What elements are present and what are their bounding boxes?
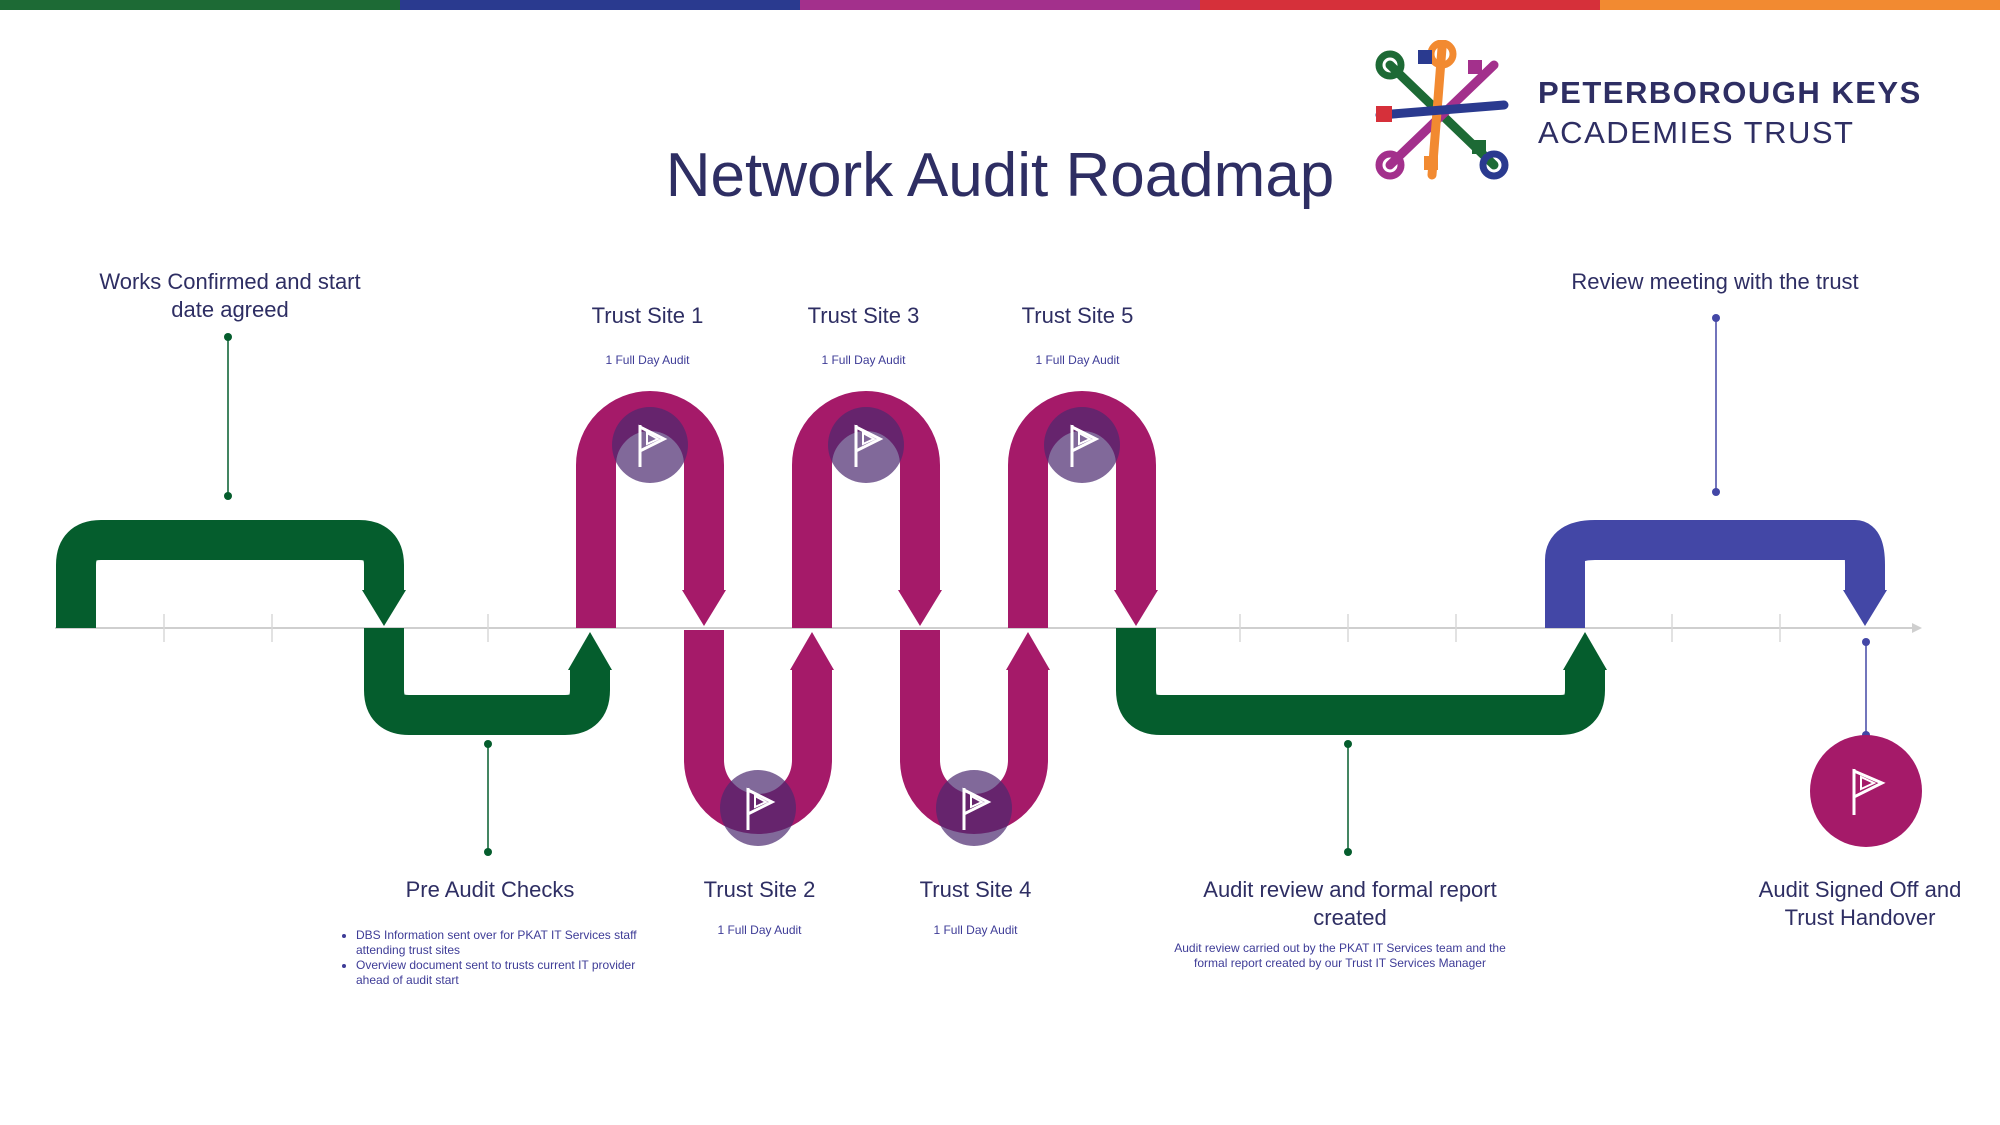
road-segment	[56, 520, 404, 628]
axis-arrowhead	[1912, 623, 1922, 633]
flag-milestone	[1044, 407, 1120, 483]
flag-icon	[1070, 424, 1100, 467]
road-segment	[364, 628, 610, 735]
road-segment	[362, 590, 406, 626]
top-color-bar	[0, 0, 2000, 10]
sub-site-2: 1 Full Day Audit	[717, 923, 802, 937]
sub-site-1: 1 Full Day Audit	[605, 353, 690, 367]
flag-icon	[854, 424, 884, 467]
road-segment	[1116, 628, 1605, 735]
road-segment	[1006, 632, 1050, 670]
connector-dot	[484, 740, 492, 748]
connector-dot	[1712, 314, 1720, 322]
sub-site-5: 1 Full Day Audit	[1035, 353, 1120, 367]
top-bar-segment	[400, 0, 800, 10]
top-bar-segment	[0, 0, 400, 10]
desc-audit-review: Audit review carried out by the PKAT IT …	[1174, 941, 1506, 970]
top-bar-segment	[800, 0, 1200, 10]
top-bar-segment	[1600, 0, 2000, 10]
page-title: Network Audit Roadmap	[665, 141, 1335, 210]
top-bar-segment	[1200, 0, 1600, 10]
connector-dot	[1862, 638, 1870, 646]
flag-milestone	[936, 770, 1012, 846]
logo-line-2: ACADEMIES TRUST	[1538, 115, 1855, 150]
road-segment	[790, 632, 834, 670]
flag-milestone	[828, 407, 904, 483]
label-pre-audit: Pre Audit Checks	[405, 877, 575, 902]
label-site-5: Trust Site 5	[1021, 303, 1134, 328]
flag-icon	[962, 787, 992, 830]
connector-dot	[224, 492, 232, 500]
logo-line-1: PETERBOROUGH KEYS	[1538, 75, 1922, 110]
label-review-meeting: Review meeting with the trust	[1571, 269, 1859, 294]
label-site-4: Trust Site 4	[919, 877, 1032, 902]
road-segment	[682, 590, 726, 626]
sub-site-4: 1 Full Day Audit	[933, 923, 1018, 937]
road-segment	[1114, 590, 1158, 626]
label-site-3: Trust Site 3	[807, 303, 920, 328]
label-audit-review: Audit review and formal report created	[1203, 877, 1497, 930]
road-segment	[898, 590, 942, 626]
road-segment	[1843, 590, 1887, 626]
connector-dot	[224, 333, 232, 341]
road-segment	[1563, 632, 1607, 670]
flag-icon	[1852, 768, 1886, 815]
label-site-2: Trust Site 2	[703, 877, 816, 902]
connector-dot	[484, 848, 492, 856]
flag-milestone	[612, 407, 688, 483]
flag-milestone	[720, 770, 796, 846]
road-segment	[568, 632, 612, 670]
bullet-item: Overview document sent to trusts current…	[356, 958, 646, 988]
label-site-1: Trust Site 1	[591, 303, 704, 328]
bullet-item: DBS Information sent over for PKAT IT Se…	[356, 928, 646, 958]
pre-audit-bullets: DBS Information sent over for PKAT IT Se…	[338, 928, 646, 988]
flag-icon	[746, 787, 776, 830]
connector-dot	[1344, 740, 1352, 748]
label-signed-off: Audit Signed Off and Trust Handover	[1758, 877, 1962, 930]
road-segment	[1545, 520, 1885, 628]
sub-site-3: 1 Full Day Audit	[821, 353, 906, 367]
flag-icon	[638, 424, 668, 467]
label-works-confirmed: Works Confirmed and start date agreed	[99, 269, 361, 322]
connector-dot	[1712, 488, 1720, 496]
connector-dot	[1344, 848, 1352, 856]
crossed-keys-logo	[1375, 40, 1509, 180]
